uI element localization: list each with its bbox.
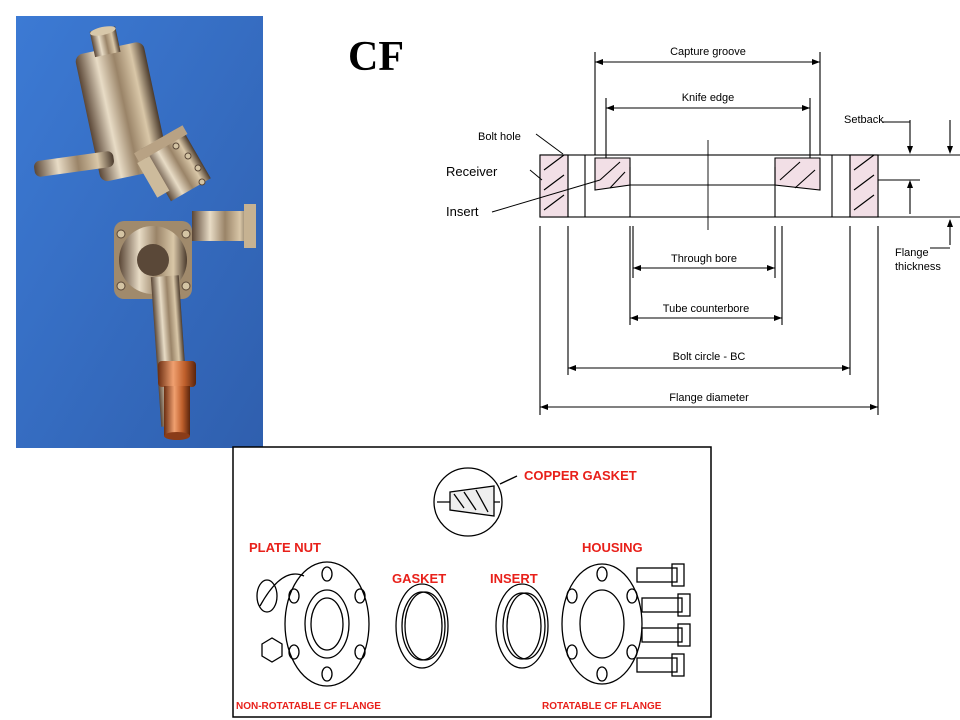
flange-diameter-label: Flange diameter [669, 392, 749, 404]
flange-thickness-label-1: Flange [895, 247, 929, 259]
non-rotatable-flange-label: NON-ROTATABLE CF FLANGE [236, 701, 381, 712]
bolt-hole-label: Bolt hole [478, 131, 521, 143]
knife-edge-label: Knife edge [682, 92, 735, 104]
capture-groove-label: Capture groove [670, 46, 746, 58]
through-bore-label: Through bore [671, 253, 737, 265]
bolt-circle-label: Bolt circle - BC [673, 351, 746, 363]
rotatable-flange-label: ROTATABLE CF FLANGE [542, 701, 662, 712]
receiver-label: Receiver [446, 164, 498, 179]
copper-gasket-label: COPPER GASKET [524, 468, 637, 483]
page-title: CF [348, 34, 404, 80]
flange-thickness-label-2: thickness [895, 261, 941, 273]
vacuum-chamber-photo [16, 16, 263, 448]
tube-counterbore-label: Tube counterbore [663, 303, 749, 315]
housing-label: HOUSING [582, 540, 643, 555]
insert-label-exploded: INSERT [490, 571, 538, 586]
setback-label: Setback [844, 114, 884, 126]
plate-nut-label: PLATE NUT [249, 540, 321, 555]
insert-label: Insert [446, 204, 479, 219]
flange-section-drawing: Capture groove Knife edge Setback Bolt h… [446, 46, 960, 415]
gasket-label: GASKET [392, 571, 446, 586]
exploded-flange-view: COPPER GASKET PLATE NUT GASKET INSERT HO… [232, 446, 712, 718]
